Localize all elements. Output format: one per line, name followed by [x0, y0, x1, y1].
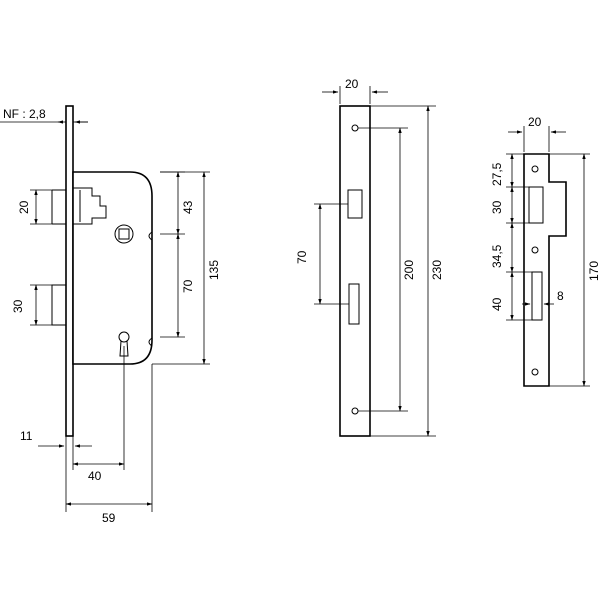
- faceplate-view: 20 70 200 230: [295, 77, 444, 437]
- dim-135: 135: [207, 260, 221, 280]
- faceplate-dim-70: 70: [295, 250, 309, 264]
- faceplate-dim-230: 230: [430, 260, 444, 280]
- strike-dim-8: 8: [557, 289, 564, 303]
- dead-bolt: [51, 284, 67, 326]
- follower-square: [114, 224, 134, 244]
- strike-latch-opening: [528, 186, 544, 224]
- dim-59: 59: [102, 511, 116, 525]
- strike-dim-30: 30: [490, 200, 504, 214]
- dim-11: 11: [20, 429, 33, 443]
- strike-screw-bottom: [531, 368, 539, 376]
- lock-faceplate-strip: [65, 105, 74, 437]
- dim-latch-20: 20: [17, 200, 31, 214]
- lock-case: [72, 171, 153, 365]
- dim-40: 40: [88, 469, 102, 483]
- strike-dim-40: 40: [490, 297, 504, 311]
- strike-bolt-opening: [531, 271, 543, 321]
- strike-dim-20: 20: [528, 115, 542, 129]
- strike-screw-middle: [531, 246, 539, 254]
- dim-deadbolt-30: 30: [11, 299, 25, 313]
- lock-body-view: NF : 2,8 20 30 43 70 135 11 40: [0, 105, 221, 525]
- strike-screw-top: [531, 165, 539, 173]
- dim-70: 70: [181, 279, 195, 293]
- strike-dim-170: 170: [587, 261, 600, 281]
- latch-bolt: [51, 189, 66, 225]
- strike-plate-view: 20 27,5 30 34,5 40 8 170: [490, 115, 600, 387]
- strike-dim-27-5: 27,5: [490, 162, 504, 186]
- faceplate-dim-20: 20: [345, 77, 359, 91]
- nf-label: NF : 2,8: [3, 107, 46, 121]
- latch-mechanism: [73, 187, 107, 225]
- faceplate-dim-200: 200: [402, 260, 416, 280]
- strike-plate-outline: [523, 153, 567, 387]
- strike-dim-34-5: 34,5: [490, 244, 504, 268]
- dim-43: 43: [181, 200, 195, 214]
- faceplate-outline: [339, 105, 371, 437]
